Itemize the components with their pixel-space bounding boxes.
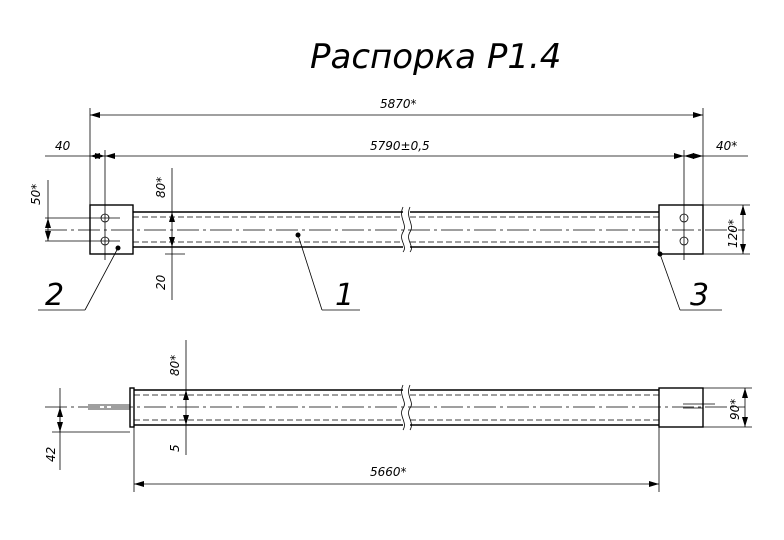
side-tube-left xyxy=(134,389,403,426)
dim-bottom-offset: 20 xyxy=(154,274,168,290)
drawing-title: Распорка Р1.4 xyxy=(310,37,561,77)
side-view: 80* 5 42 90* 5660* xyxy=(44,340,752,492)
dim-hole-spacing: 50* xyxy=(29,184,43,205)
dim-right-offset: 40* xyxy=(716,139,737,153)
side-break-symbol xyxy=(401,384,405,431)
side-dim-bottom-offset: 5 xyxy=(168,444,182,452)
left-end-plate xyxy=(89,204,134,255)
right-end-plate xyxy=(658,204,704,255)
callout-part-3: 3 xyxy=(690,278,709,313)
side-dim-plate-height: 90* xyxy=(728,399,742,420)
callout-part-1: 1 xyxy=(335,278,354,313)
side-dim-tube-length: 5660* xyxy=(370,465,407,479)
tube-right-segment xyxy=(410,211,659,248)
side-left-plate xyxy=(129,387,135,428)
dim-center-length: 5790±0,5 xyxy=(370,139,430,153)
side-right-plate xyxy=(658,387,704,428)
side-dim-left-offset: 42 xyxy=(44,447,58,462)
dim-overall-length: 5870* xyxy=(380,97,417,111)
dim-plate-height: 120* xyxy=(726,219,740,248)
dim-tube-height: 80* xyxy=(154,177,168,198)
tube-left-segment xyxy=(133,211,403,248)
break-symbol xyxy=(401,206,405,253)
dim-left-offset: 40 xyxy=(55,139,71,153)
side-tube-right xyxy=(410,389,659,426)
side-dim-tube-height: 80* xyxy=(168,355,182,376)
callout-part-2: 2 xyxy=(45,278,64,313)
plan-view: 5870* 40 5790±0,5 40* 50* 80* 20 120* 1 xyxy=(29,97,750,313)
